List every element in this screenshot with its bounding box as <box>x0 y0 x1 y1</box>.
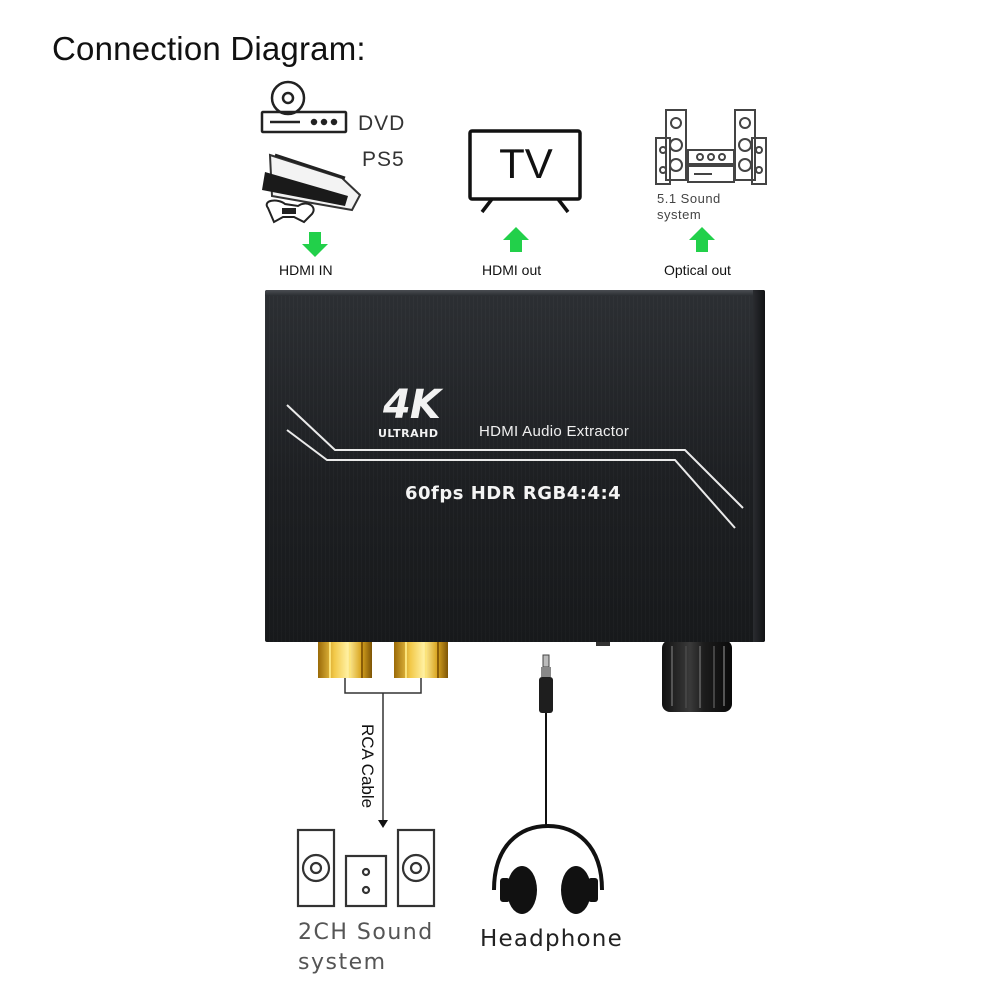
rca-jack-right <box>394 642 448 678</box>
spec-text: 60fps HDR RGB4:4:4 <box>405 483 622 504</box>
sound-51-label: 5.1 Sound system <box>657 191 747 223</box>
audio-extractor-device: 4K ULTRAHD HDMI Audio Extractor 60fps HD… <box>265 290 765 642</box>
hdmi-out-label: HDMI out <box>482 262 542 278</box>
dvd-player-icon <box>260 80 348 134</box>
sound-51-line2: system <box>657 207 702 222</box>
product-name: HDMI Audio Extractor <box>479 423 630 440</box>
tv-label: TV <box>499 140 553 187</box>
device-top-edge <box>265 290 765 296</box>
headphone-label: Headphone <box>480 926 623 952</box>
dvd-label: DVD <box>358 112 406 135</box>
mode-switch <box>596 640 610 646</box>
tv-icon <box>468 129 582 214</box>
logo-4k: 4K <box>383 382 441 428</box>
logo-ultrahd: ULTRAHD <box>378 427 439 440</box>
page-title: Connection Diagram: <box>52 30 366 67</box>
ps5-console-icon <box>262 153 362 224</box>
optical-out-arrow-icon <box>689 227 715 252</box>
two-ch-line2: system <box>298 950 387 975</box>
speaker-icon <box>296 828 436 908</box>
device-side-panel <box>753 290 765 642</box>
brushed-metal-texture <box>265 290 765 642</box>
hdmi-in-arrow-icon <box>302 232 328 257</box>
device-decor-lines <box>286 404 744 529</box>
headphone-icon <box>492 823 604 914</box>
two-ch-sound-label: 2CH Sound system <box>298 918 458 978</box>
hdmi-out-arrow-icon <box>503 227 529 252</box>
rca-arrow-icon <box>378 820 388 828</box>
two-ch-line1: 2CH Sound <box>298 920 434 945</box>
audio-jack-icon <box>539 654 553 826</box>
optical-out-label: Optical out <box>664 262 731 278</box>
rca-cable-line <box>344 678 422 822</box>
home-theater-icon <box>655 109 767 185</box>
knob-icon <box>662 640 732 712</box>
sound-51-line1: 5.1 Sound <box>657 191 721 206</box>
rca-jack-left <box>318 642 372 678</box>
ps5-label: PS5 <box>362 148 405 171</box>
hdmi-in-label: HDMI IN <box>279 262 333 278</box>
rca-cable-label: RCA Cable <box>358 724 377 809</box>
